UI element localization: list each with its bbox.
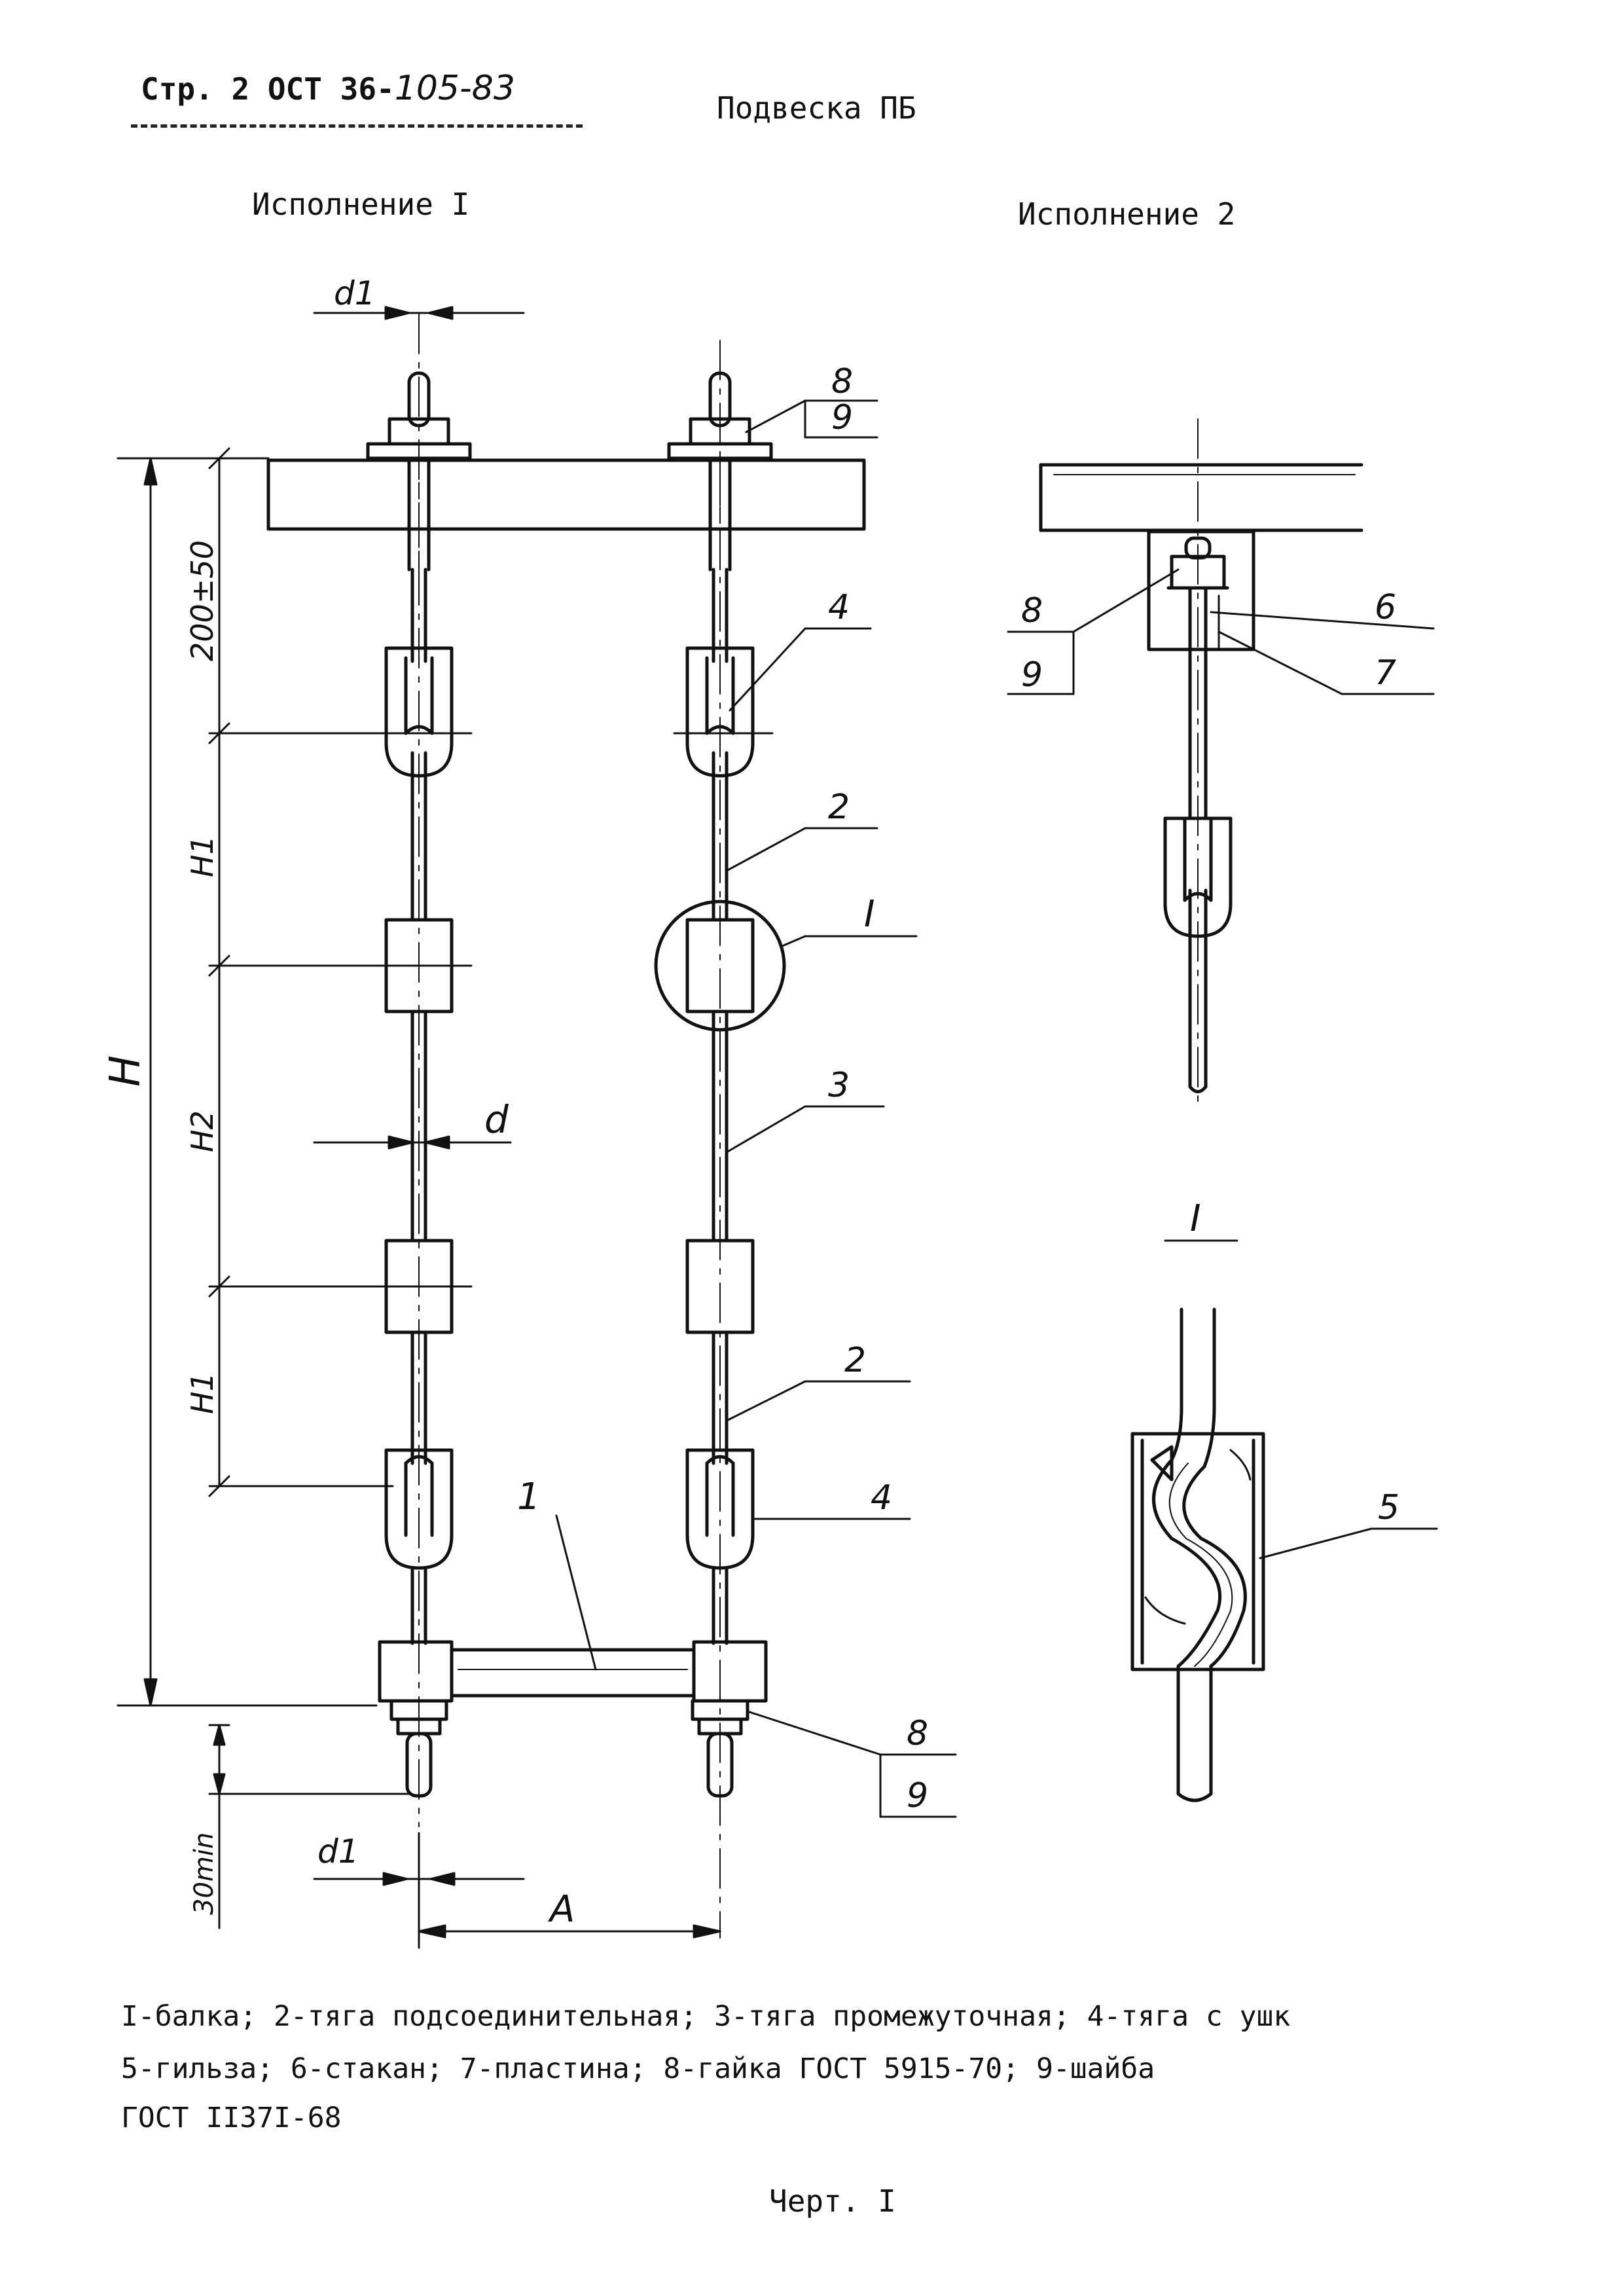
callout-4-lower: 4	[871, 1478, 892, 1518]
callout-9-v2: 9	[1021, 655, 1043, 695]
callout-1: 1	[517, 1476, 541, 1518]
left-rod-assembly	[366, 314, 472, 1827]
dim-H: H	[101, 1055, 150, 1087]
variant2-assembly	[1039, 418, 1363, 1107]
leader-lines	[555, 399, 957, 1818]
page-reference-printed: Стр. 2 ОСТ 36-	[141, 71, 395, 107]
header-underline	[131, 124, 583, 128]
right-rod-assembly	[654, 340, 786, 1939]
legend-line-2: 5-гильза; 6-стакан; 7-пластина; 8-гайка …	[121, 2052, 1155, 2085]
callout-8-top: 8	[831, 362, 853, 401]
callout-2-lower: 2	[844, 1341, 866, 1380]
bottom-beam	[117, 1648, 696, 1707]
detail-I	[1130, 1239, 1438, 1802]
callout-6: 6	[1375, 588, 1396, 627]
legend-line-1: I-балка; 2-тяга подсоединительная; 3-тяг…	[121, 2000, 1291, 2033]
callout-8-bottom: 8	[907, 1714, 928, 1753]
top-beam	[117, 457, 866, 531]
dim-A: A	[548, 1888, 575, 1931]
page-reference: Стр. 2 ОСТ 36-105-83	[141, 69, 515, 108]
callout-4-upper: 4	[828, 588, 850, 627]
callout-I: I	[864, 893, 875, 936]
page-reference-handwritten: 105-83	[394, 69, 515, 108]
drawing-labels: d1 d d1 A H 200±50 H1 H2 H1 30min 8 9 4 …	[101, 274, 1399, 1931]
dim-H2: H2	[185, 1110, 220, 1152]
variant2-title: Исполнение 2	[1018, 196, 1236, 232]
dimension-lines	[143, 306, 774, 1949]
dim-200: 200±50	[185, 540, 220, 661]
dim-d: d	[484, 1097, 509, 1142]
page-title: Подвеска ПБ	[717, 90, 916, 126]
callout-5: 5	[1378, 1488, 1399, 1527]
callout-9-top: 9	[831, 398, 853, 437]
figure-caption: Черт. I	[769, 2183, 896, 2219]
variant2-leaders	[1007, 568, 1435, 695]
callout-2-upper: 2	[828, 788, 850, 827]
dim-d1-top: d1	[334, 274, 376, 312]
dim-d1-bottom: d1	[317, 1832, 359, 1870]
detail-I-title: I	[1190, 1197, 1201, 1240]
variant1-title: Исполнение I	[252, 187, 470, 222]
dim-H1-top: H1	[185, 835, 220, 877]
dim-H1-bottom: H1	[185, 1372, 220, 1414]
legend-line-3: ГОСТ II37I-68	[121, 2102, 342, 2134]
callout-3: 3	[828, 1066, 850, 1105]
callout-7: 7	[1375, 653, 1396, 693]
callout-8-v2: 8	[1021, 591, 1043, 630]
callout-9-bottom: 9	[907, 1776, 928, 1815]
dim-30min: 30min	[189, 1832, 219, 1915]
